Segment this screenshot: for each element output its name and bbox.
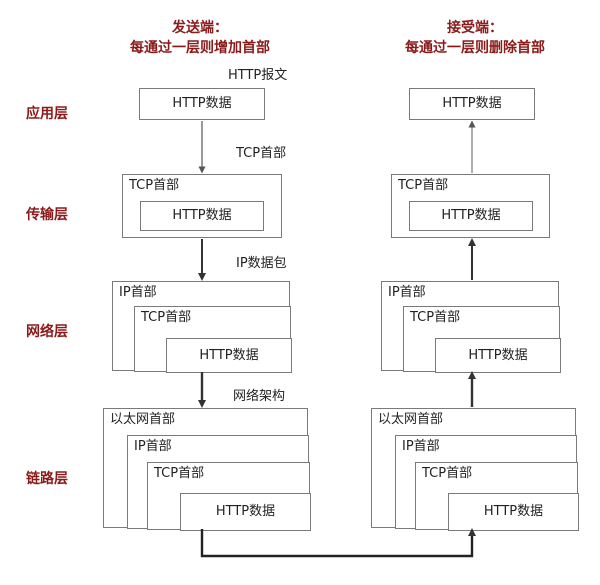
layer-label-network: 网络层 xyxy=(26,324,68,340)
ip-header-label: IP首部 xyxy=(402,439,440,454)
receiver-title: 接受端： 每通过一层则删除首部 xyxy=(385,18,565,58)
ethernet-header-label: 以太网首部 xyxy=(378,412,444,427)
annotation-http-message: HTTP报文 xyxy=(228,68,288,83)
http-data-label: HTTP数据 xyxy=(199,347,259,363)
tcp-header-label: TCP首部 xyxy=(141,310,192,325)
sender-title-line1: 发送端： xyxy=(172,20,228,36)
receiver-network-http-box: HTTP数据 xyxy=(435,338,561,373)
receiver-title-line1: 接受端： xyxy=(447,20,503,36)
receiver-transport-tcp-box: TCP首部 HTTP数据 xyxy=(391,174,550,238)
tcp-header-label: TCP首部 xyxy=(410,310,461,325)
sender-title-line2: 每通过一层则增加首部 xyxy=(130,40,270,56)
receiver-link-ethernet-box: 以太网首部 IP首部 TCP首部 HTTP数据 xyxy=(371,408,579,531)
receiver-link-ip-box: IP首部 TCP首部 HTTP数据 xyxy=(395,435,579,531)
layer-label-transport: 传输层 xyxy=(26,207,68,223)
sender-network-ip-box: IP首部 TCP首部 HTTP数据 xyxy=(112,281,292,373)
http-data-label: HTTP数据 xyxy=(441,208,501,223)
sender-link-http-box: HTTP数据 xyxy=(180,493,311,531)
sender-link-tcp-box: TCP首部 HTTP数据 xyxy=(147,462,311,531)
sender-title: 发送端： 每通过一层则增加首部 xyxy=(110,18,290,58)
tcp-header-label: TCP首部 xyxy=(422,466,473,481)
receiver-title-line2: 每通过一层则删除首部 xyxy=(405,40,545,56)
receiver-network-ip-box: IP首部 TCP首部 HTTP数据 xyxy=(381,281,561,373)
annotation-network-frame: 网络架构 xyxy=(233,389,286,404)
http-data-label: HTTP数据 xyxy=(172,208,232,223)
http-data-label: HTTP数据 xyxy=(468,347,528,363)
ip-header-label: IP首部 xyxy=(388,285,426,300)
sender-transport-tcp-box: TCP首部 HTTP数据 xyxy=(122,174,282,238)
arrow-link-transfer xyxy=(200,528,476,558)
http-data-label: HTTP数据 xyxy=(172,96,232,111)
tcp-header-label: TCP首部 xyxy=(154,466,205,481)
receiver-link-http-box: HTTP数据 xyxy=(448,493,579,531)
annotation-ip-packet: IP数据包 xyxy=(236,256,287,271)
tcp-header-label: TCP首部 xyxy=(398,178,449,193)
sender-link-ethernet-box: 以太网首部 IP首部 TCP首部 HTTP数据 xyxy=(103,408,311,531)
ip-header-label: IP首部 xyxy=(119,285,157,300)
ip-header-label: IP首部 xyxy=(134,439,172,454)
layer-label-link: 链路层 xyxy=(26,471,68,487)
tcp-header-label: TCP首部 xyxy=(129,178,180,193)
receiver-network-tcp-box: TCP首部 HTTP数据 xyxy=(403,306,561,373)
receiver-link-tcp-box: TCP首部 HTTP数据 xyxy=(415,462,579,531)
sender-network-http-box: HTTP数据 xyxy=(166,338,292,373)
http-data-label: HTTP数据 xyxy=(215,504,276,519)
ethernet-header-label: 以太网首部 xyxy=(110,412,176,427)
annotation-tcp-header: TCP首部 xyxy=(236,146,287,161)
layer-label-application: 应用层 xyxy=(26,106,68,122)
http-data-label: HTTP数据 xyxy=(483,504,544,519)
receiver-transport-http-box: HTTP数据 xyxy=(409,201,533,231)
sender-link-ip-box: IP首部 TCP首部 HTTP数据 xyxy=(127,435,311,531)
sender-network-tcp-box: TCP首部 HTTP数据 xyxy=(134,306,292,373)
http-data-label: HTTP数据 xyxy=(442,96,502,111)
receiver-app-http-box: HTTP数据 xyxy=(409,88,535,120)
sender-transport-http-box: HTTP数据 xyxy=(140,201,264,231)
sender-app-http-box: HTTP数据 xyxy=(139,88,265,120)
